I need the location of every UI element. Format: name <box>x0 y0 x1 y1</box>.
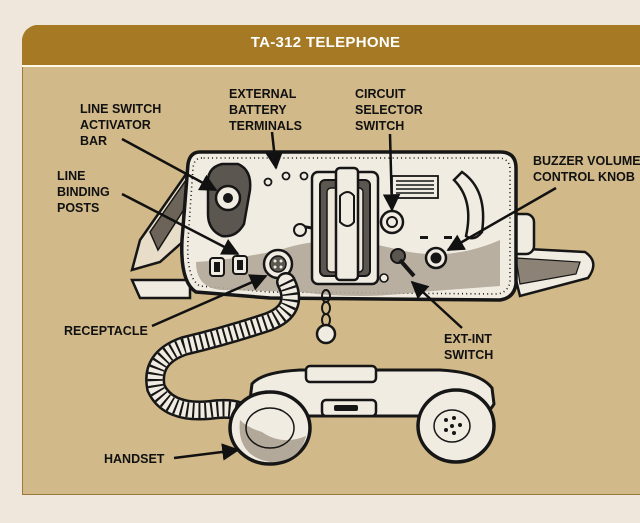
knob-guard <box>452 170 485 240</box>
label-circuit-selector-switch: CIRCUIT SELECTOR SWITCH <box>355 87 423 133</box>
label-buzzer-volume-control-knob: BUZZER VOLUME CONTROL KNOB <box>533 154 640 184</box>
line-binding-posts <box>209 255 248 277</box>
circuit-selector-switch <box>379 209 405 235</box>
label-line-switch-activator-bar: LINE SWITCH ACTIVATOR BAR <box>80 102 162 148</box>
figure-title: TA-312 TELEPHONE <box>250 34 401 51</box>
label-receptacle: RECEPTACLE <box>64 324 148 338</box>
callout-arrows <box>121 131 557 461</box>
arrow-handset <box>173 443 240 461</box>
arrow-binding-posts <box>121 192 240 256</box>
arrow-battery-terminals <box>265 131 283 170</box>
arrow-receptacle <box>151 274 268 328</box>
external-battery-terminals <box>263 171 309 187</box>
receptacle <box>262 248 294 280</box>
arrow-ext-int <box>410 280 463 329</box>
cord-chain <box>315 289 337 345</box>
nameplate <box>391 175 439 199</box>
arrow-circuit-selector <box>382 133 401 212</box>
line-switch-activator-bar <box>206 162 252 238</box>
label-ext-int-switch: EXT-INT SWITCH <box>444 332 494 362</box>
handset-compartment <box>293 166 380 286</box>
carrying-strap-right <box>506 212 595 298</box>
title-bar: TA-312 TELEPHONE <box>22 25 640 67</box>
arrow-line-switch-bar <box>121 137 218 192</box>
ext-int-switch <box>379 248 416 283</box>
buzzer-volume-control-knob <box>420 236 452 270</box>
arrow-buzzer-knob <box>446 186 557 252</box>
handset <box>228 364 496 466</box>
label-handset: HANDSET <box>104 452 165 466</box>
label-line-binding-posts: LINE BINDING POSTS <box>57 169 110 215</box>
label-external-battery-terminals: EXTERNAL BATTERY TERMINALS <box>229 87 302 133</box>
coiled-handset-cord <box>145 272 301 426</box>
